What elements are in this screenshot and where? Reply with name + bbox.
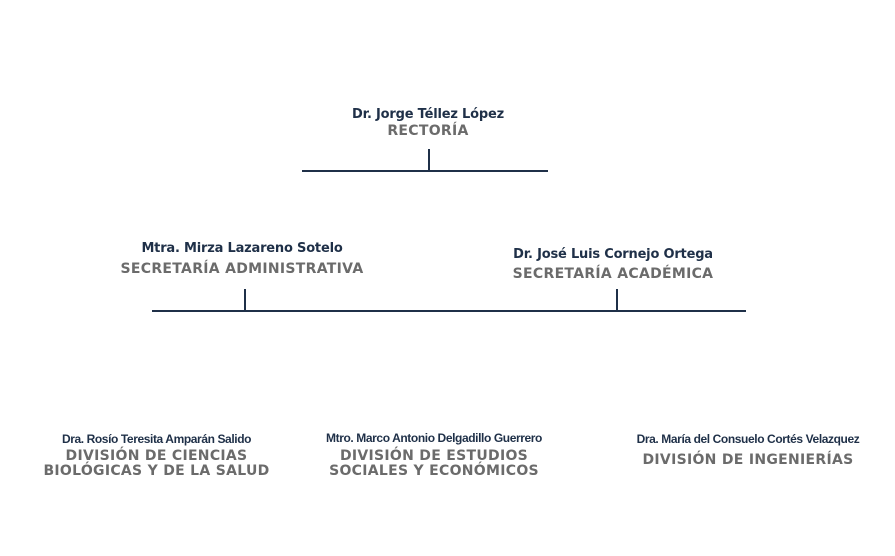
division-estudios-sociales-node: Mtro. Marco Antonio Delgadillo Guerrero … (300, 430, 568, 479)
rector-name: Dr. Jorge Téllez López (352, 107, 504, 122)
secretarias-connector-horizontal (152, 310, 746, 312)
division-ingenierias-node: Dra. María del Consuelo Cortés Velazquez… (612, 431, 884, 468)
division-ciencias-biologicas-node: Dra. Rosío Teresita Amparán Salido DIVIS… (20, 431, 293, 479)
secretaria-academica-name: Dr. José Luis Cornejo Ortega (513, 247, 713, 262)
division-estudios-sociales-title-line2: SOCIALES Y ECONÓMICOS (329, 463, 539, 479)
secretaria-academica-node: Dr. José Luis Cornejo Ortega SECRETARÍA … (483, 247, 743, 282)
secretaria-administrativa-connector (244, 289, 246, 311)
division-ciencias-biologicas-title-line2: BIOLÓGICAS Y DE LA SALUD (43, 463, 270, 479)
secretaria-academica-title: SECRETARÍA ACADÉMICA (512, 266, 714, 282)
rector-title: RECTORÍA (387, 123, 469, 139)
secretaria-administrativa-name: Mtra. Mirza Lazareno Sotelo (141, 241, 343, 256)
division-ingenierias-name: Dra. María del Consuelo Cortés Velazquez (636, 432, 860, 446)
division-ciencias-biologicas-name: Dra. Rosío Teresita Amparán Salido (61, 432, 252, 446)
division-ingenierias-title: DIVISIÓN DE INGENIERÍAS (642, 452, 854, 468)
division-estudios-sociales-name: Mtro. Marco Antonio Delgadillo Guerrero (326, 431, 542, 445)
rector-connector-vertical (428, 149, 430, 171)
division-ciencias-biologicas-title-line1: DIVISIÓN DE CIENCIAS (65, 448, 248, 464)
secretaria-administrativa-node: Mtra. Mirza Lazareno Sotelo SECRETARÍA A… (112, 241, 372, 277)
secretaria-administrativa-title: SECRETARÍA ADMINISTRATIVA (120, 261, 364, 277)
secretaria-academica-connector (616, 289, 618, 311)
rector-connector-horizontal (302, 170, 548, 172)
rector-node: Dr. Jorge Téllez López RECTORÍA (328, 107, 528, 139)
division-estudios-sociales-title-line1: DIVISIÓN DE ESTUDIOS (339, 448, 529, 464)
